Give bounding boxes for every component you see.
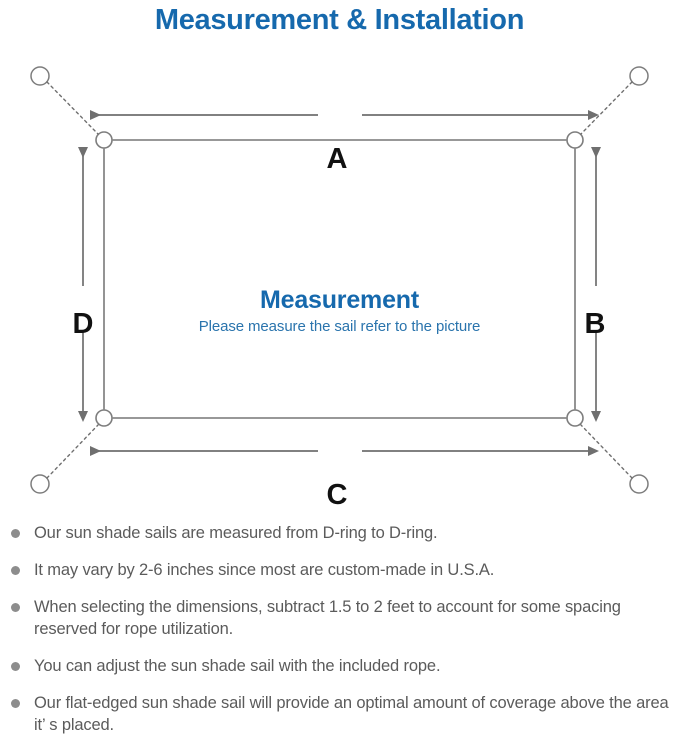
- bullet-icon: [11, 529, 20, 538]
- rope-top-left: [46, 81, 99, 135]
- anchor-top-right-icon: [629, 66, 649, 86]
- list-item: It may vary by 2-6 inches since most are…: [0, 559, 679, 581]
- notes-list: Our sun shade sails are measured from D-…: [0, 522, 679, 751]
- note-text: It may vary by 2-6 inches since most are…: [34, 561, 495, 579]
- list-item: Our sun shade sails are measured from D-…: [0, 522, 679, 544]
- rope-bottom-right: [580, 424, 633, 479]
- anchor-bottom-left-icon: [30, 474, 50, 494]
- list-item: When selecting the dimensions, subtract …: [0, 596, 679, 640]
- note-text: Our sun shade sails are measured from D-…: [34, 524, 438, 542]
- dimension-label-d: D: [72, 308, 94, 340]
- measurement-diagram: Measurement Please measure the sail refe…: [0, 48, 679, 513]
- rope-bottom-left: [46, 424, 99, 479]
- anchor-top-left-icon: [30, 66, 50, 86]
- bullet-icon: [11, 699, 20, 708]
- note-text: When selecting the dimensions, subtract …: [34, 598, 621, 638]
- dimension-label-a: A: [326, 143, 348, 175]
- rope-top-right: [580, 81, 633, 135]
- list-item: Our flat-edged sun shade sail will provi…: [0, 692, 679, 736]
- bullet-icon: [11, 566, 20, 575]
- page-title: Measurement & Installation: [154, 4, 525, 36]
- dimension-label-b: B: [584, 308, 606, 340]
- d-ring-bottom-left-icon: [95, 409, 113, 427]
- note-text: Our flat-edged sun shade sail will provi…: [34, 694, 669, 734]
- note-text: You can adjust the sun shade sail with t…: [34, 657, 441, 675]
- diagram-svg: [30, 66, 649, 494]
- d-ring-bottom-right-icon: [566, 409, 584, 427]
- bullet-icon: [11, 662, 20, 671]
- sail-rectangle: [103, 139, 576, 419]
- list-item: You can adjust the sun shade sail with t…: [0, 655, 679, 677]
- dimension-label-c: C: [326, 479, 348, 511]
- bullet-icon: [11, 603, 20, 612]
- anchor-bottom-right-icon: [629, 474, 649, 494]
